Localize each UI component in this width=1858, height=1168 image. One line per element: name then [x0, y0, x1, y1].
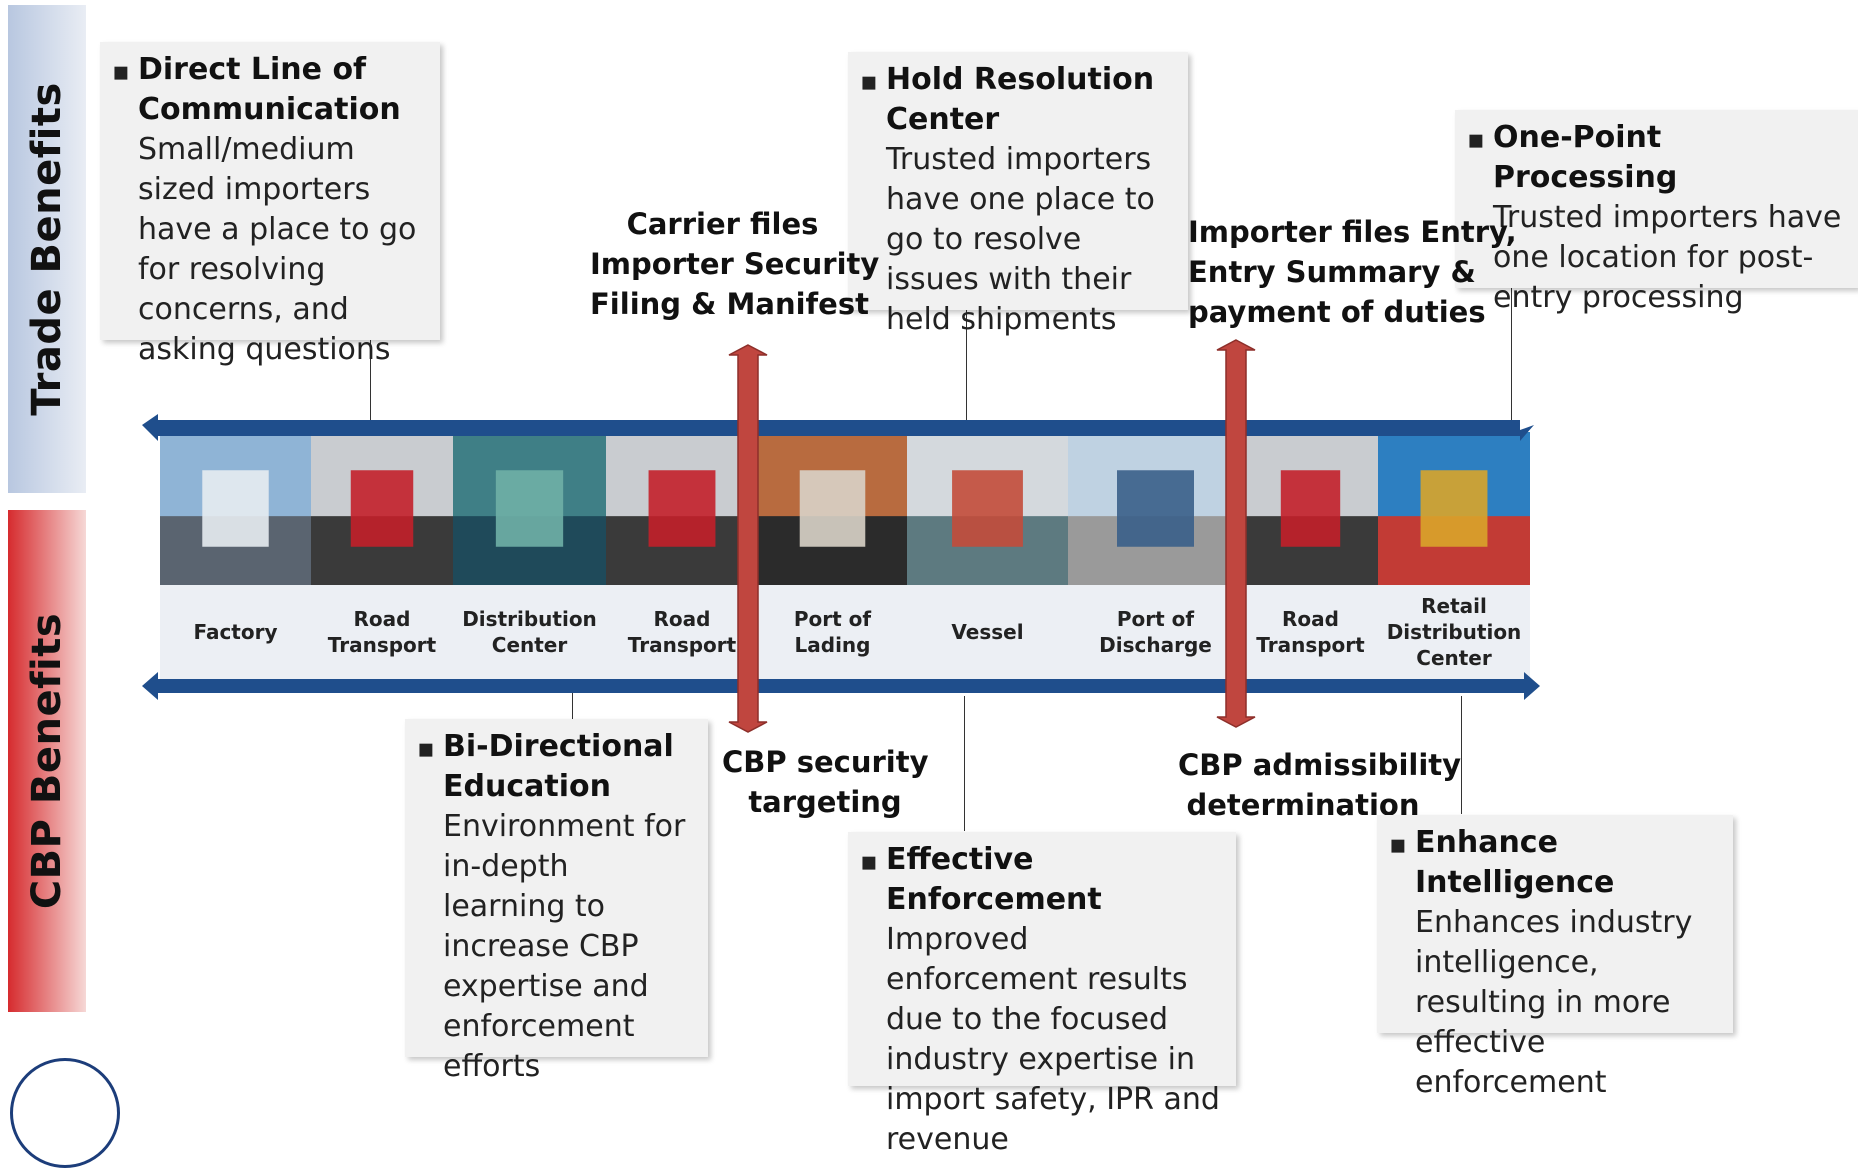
stage-label-0: Factory — [193, 620, 278, 644]
benefit-desc: Small/medium sized importers have a plac… — [138, 132, 417, 367]
connector-one-point — [1511, 288, 1512, 438]
benefit-desc: Improved enforcement results due to the … — [886, 922, 1220, 1157]
truck-thumbnail-1 — [311, 432, 453, 585]
timeline-bottom-band — [142, 672, 1540, 700]
supply-chain-timeline — [142, 339, 1540, 733]
benefit-title: Bi-Directional Education — [443, 729, 674, 804]
benefit-one-point: ▪ One-Point Processing Trusted importers… — [1455, 110, 1858, 315]
label-cbp-security: CBP security targeting — [722, 745, 929, 819]
truck-thumbnail-7 — [1243, 432, 1378, 585]
benefit-desc: Trusted importers have one location for … — [1493, 200, 1842, 315]
label-carrier-files: Carrier files Importer Security Filing &… — [590, 207, 880, 321]
stage-label-3: Road Transport — [627, 607, 737, 657]
dhs-seal-logo — [10, 1058, 120, 1168]
stage-label-5: Vessel — [951, 620, 1024, 644]
connector-bi-directional — [572, 682, 573, 719]
bullet-icon: ▪ — [860, 67, 878, 97]
benefit-title: Direct Line of Communication — [138, 52, 401, 127]
connector-enhance-intelligence — [1461, 696, 1462, 814]
label-cbp-admissibility: CBP admissibility determination — [1178, 748, 1462, 822]
bullet-icon: ▪ — [1467, 125, 1485, 155]
benefit-hold-resolution: ▪ Hold Resolution Center Trusted importe… — [848, 52, 1188, 337]
benefit-desc: Trusted importers have one place to go t… — [886, 142, 1155, 337]
benefit-direct-line: ▪ Direct Line of Communication Small/med… — [100, 42, 440, 367]
cbp-benefits-band: CBP Benefits — [8, 510, 86, 1012]
connector-effective-enforcement — [964, 696, 965, 831]
ship-cranes-thumbnail-5 — [907, 432, 1068, 585]
port-ship-thumbnail-6 — [1068, 432, 1243, 585]
stage-label-4: Port of Lading — [793, 607, 872, 657]
red-double-arrow-carrier — [728, 344, 768, 733]
benefit-title: Hold Resolution Center — [886, 62, 1155, 137]
stage-label-6: Port of Discharge — [1099, 607, 1212, 657]
bullet-icon: ▪ — [112, 57, 130, 87]
trade-benefits-band: Trade Benefits — [8, 5, 86, 493]
benefit-title: One-Point Processing — [1493, 120, 1678, 195]
factory-smokestack-thumbnail-0 — [160, 432, 311, 585]
benefit-desc: Environment for in-depth learning to inc… — [443, 809, 686, 1084]
red-double-arrow-importer — [1216, 339, 1256, 728]
timeline-top-band — [142, 414, 1534, 441]
container-stack-thumbnail-2 — [453, 432, 606, 585]
connector-hold-resolution — [966, 310, 967, 440]
bullet-icon: ▪ — [417, 734, 435, 764]
truck-thumbnail-3 — [606, 432, 758, 585]
label-importer-files: Importer files Entry, Entry Summary & pa… — [1188, 215, 1517, 329]
benefit-enhance-intelligence: ▪ Enhance Intelligence Enhances industry… — [1377, 815, 1733, 1100]
stage-label-7: Road Transport — [1256, 607, 1365, 657]
benefit-title: Enhance Intelligence — [1415, 825, 1615, 900]
stage-label-1: Road Transport — [327, 607, 437, 657]
bullet-icon: ▪ — [860, 847, 878, 877]
connector-direct-line — [370, 340, 371, 432]
benefit-title: Effective Enforcement — [886, 842, 1102, 917]
benefit-effective-enforcement: ▪ Effective Enforcement Improved enforce… — [848, 832, 1236, 1157]
stage-label-2: Distribution Center — [462, 607, 597, 657]
benefit-desc: Enhances industry intelligence, resultin… — [1415, 905, 1693, 1100]
colored-containers-thumbnail-8 — [1378, 432, 1530, 585]
forklift-containers-thumbnail-4 — [758, 432, 907, 585]
stage-label-8: Retail Distribution Center — [1386, 594, 1522, 670]
benefit-bi-directional: ▪ Bi-Directional Education Environment f… — [405, 719, 708, 1084]
bullet-icon: ▪ — [1389, 830, 1407, 860]
